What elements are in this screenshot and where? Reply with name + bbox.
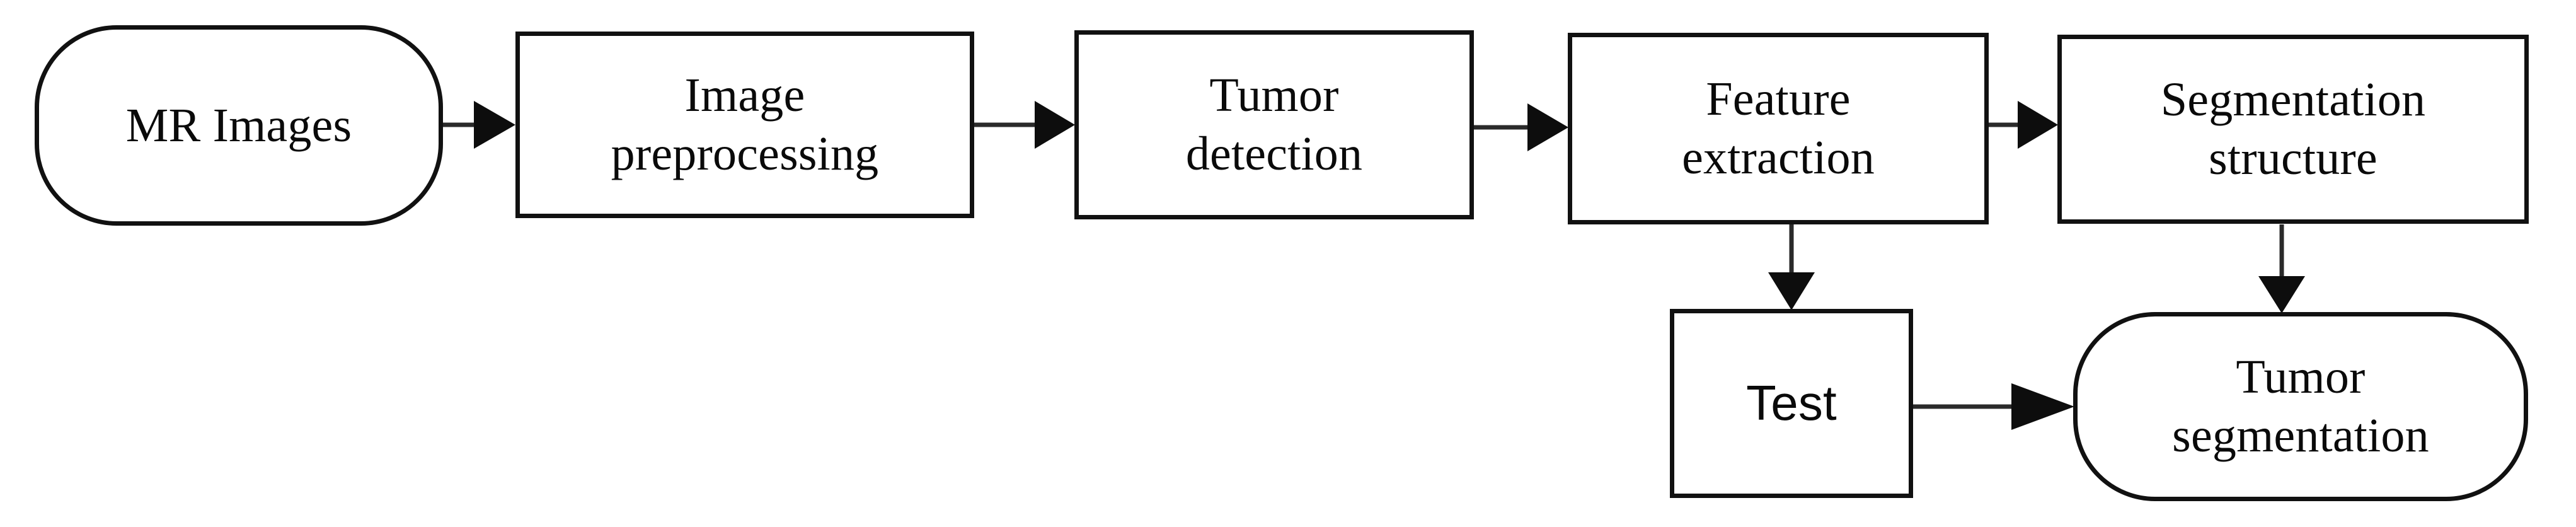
node-label-test: Test: [1746, 375, 1837, 431]
node-label-segmentation-structure: Segmentation structure: [2160, 73, 2426, 185]
node-label-tumor-detection: Tumor detection: [1185, 69, 1363, 180]
edge-tumor-detection-to-feature-extraction: [1474, 103, 1568, 151]
node-tumor-segmentation[interactable]: Tumor segmentation: [2073, 312, 2528, 501]
edge-feature-extraction-to-test: [1768, 224, 1815, 310]
node-tumor-detection[interactable]: Tumor detection: [1074, 30, 1474, 219]
node-label-image-preprocessing: Image preprocessing: [611, 69, 879, 180]
edge-mr-images-to-image-preprocessing: [443, 101, 515, 149]
node-test[interactable]: Test: [1670, 309, 1913, 498]
node-mr-images[interactable]: MR Images: [35, 25, 443, 226]
node-segmentation-structure[interactable]: Segmentation structure: [2057, 35, 2529, 224]
node-label-tumor-segmentation: Tumor segmentation: [2172, 350, 2429, 462]
node-image-preprocessing[interactable]: Image preprocessing: [515, 32, 974, 218]
node-feature-extraction[interactable]: Feature extraction: [1568, 33, 1989, 224]
edge-segmentation-structure-to-tumor-segmentation: [2258, 224, 2305, 313]
edge-feature-extraction-to-segmentation-structure: [1989, 101, 2058, 149]
edge-image-preprocessing-to-tumor-detection: [974, 101, 1075, 149]
edge-test-to-tumor-segmentation: [1913, 383, 2074, 430]
node-label-mr-images: MR Images: [125, 98, 352, 152]
node-label-feature-extraction: Feature extraction: [1682, 72, 1875, 184]
